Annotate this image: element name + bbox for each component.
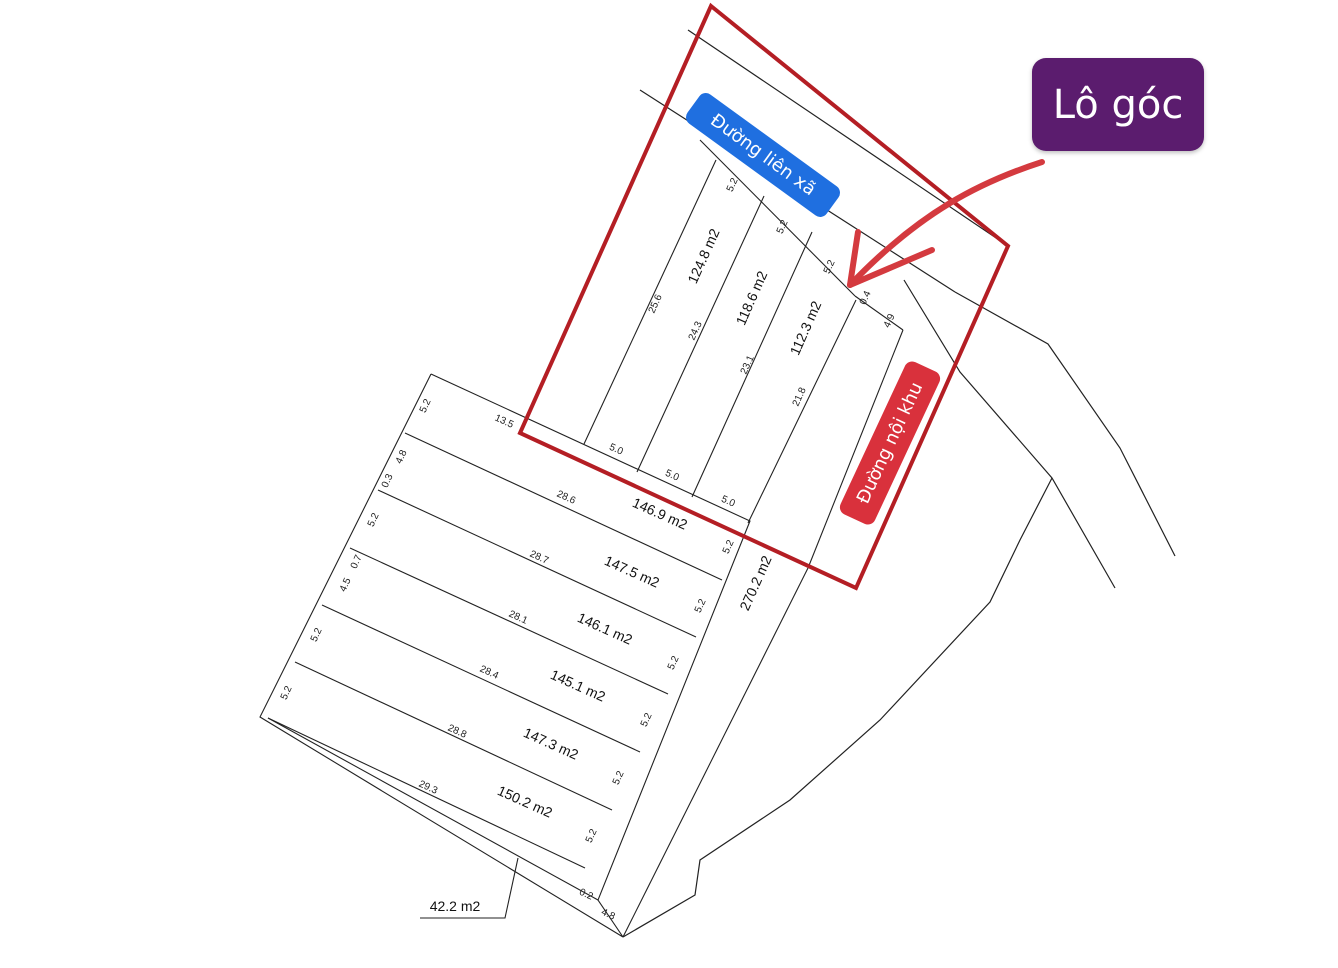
lot-divider [378, 490, 696, 637]
lot-area: 150.2 m2 [495, 782, 555, 820]
lot-dim: 5.2 [725, 176, 741, 194]
lot-divider [268, 718, 585, 868]
road-label-noi-khu: Đường nội khu [839, 361, 941, 525]
highlight-outline [520, 6, 1008, 588]
lot-dim: 28.1 [507, 609, 530, 627]
lot-dim: 5.2 [366, 511, 382, 529]
lot-dim: 0.2 [577, 887, 595, 903]
lot-dim: 5.2 [693, 597, 709, 615]
lot-divider [322, 605, 640, 752]
lower-lots-outline [260, 374, 750, 937]
lot-dim: 4.8 [599, 907, 617, 923]
lot-dim: 21.8 [791, 385, 809, 408]
lot-dim: 13.5 [493, 413, 516, 431]
small-lot-area: 42.2 m2 [430, 898, 481, 914]
lot-divider [350, 548, 668, 694]
small-lot-edge [268, 718, 598, 900]
lot-area: 145.1 m2 [548, 666, 608, 704]
lot-dim: 5.2 [584, 827, 600, 845]
lot-dim: 5.2 [309, 626, 325, 644]
corner-lot-callout: Lô góc [1032, 58, 1204, 151]
lot-area: 146.1 m2 [575, 609, 635, 647]
road-label-lien-xa: Đường liên xã [686, 93, 840, 217]
road-label-noi-khu-bg [839, 361, 941, 525]
lot-dim: 23.1 [739, 353, 757, 376]
lot-area: 112.3 m2 [786, 298, 824, 357]
lot-corner-edge [855, 296, 903, 330]
lot-dim: 5.0 [719, 494, 737, 510]
lot-dim: 5.2 [611, 769, 627, 787]
lot-dim: 0.7 [349, 553, 365, 571]
lot-front-edge [700, 140, 855, 296]
lot-divider [637, 196, 764, 472]
lot-divider [692, 232, 812, 497]
outer-boundary-right [623, 478, 1052, 937]
lot-dim: 5.2 [639, 711, 655, 729]
arrow-icon [847, 159, 1045, 288]
lot-dim: 5.0 [663, 468, 681, 484]
lot-dim: 25.6 [647, 292, 665, 315]
lot-divider [405, 433, 722, 580]
lower-lots [260, 374, 808, 937]
lot-dim: 5.2 [666, 654, 682, 672]
lot-dim: 5.0 [607, 442, 625, 458]
lot-dim: 4.9 [882, 312, 898, 330]
lot-area: 147.5 m2 [602, 552, 662, 590]
lot-dim: 4.5 [338, 576, 354, 594]
lot-area: 146.9 m2 [630, 494, 690, 532]
lot-dim: 5.2 [418, 397, 434, 415]
road-inner-right-edge [904, 280, 1115, 588]
road-lines [623, 30, 1175, 937]
lot-dim: 5.2 [822, 258, 838, 276]
lot-dim: 5.2 [721, 538, 737, 556]
big-lot-area: 270.2 m2 [736, 553, 774, 613]
big-lot-side [623, 568, 808, 937]
leader-line [420, 858, 518, 918]
road-right-edge [955, 292, 1175, 556]
lot-dim: 5.2 [279, 684, 295, 702]
lot-dim: 4.8 [394, 448, 410, 466]
lot-dim: 0.3 [380, 472, 396, 490]
upper-lots [584, 140, 903, 568]
lot-dim: 5.2 [775, 218, 791, 236]
lot-area: 124.8 m2 [684, 226, 722, 286]
lot-dim: 0.4 [858, 289, 874, 307]
lot-divider [295, 662, 612, 810]
road-label-lien-xa-bg [686, 93, 840, 217]
road-edge-outer [688, 30, 1008, 246]
road-label-lien-xa-text: Đường liên xã [706, 110, 819, 200]
lot-area: 118.6 m2 [732, 268, 770, 327]
lot-divider [748, 300, 856, 523]
lot-divider [584, 160, 716, 444]
lot-area: 147.3 m2 [521, 724, 581, 762]
lot-corner-side [808, 330, 903, 568]
